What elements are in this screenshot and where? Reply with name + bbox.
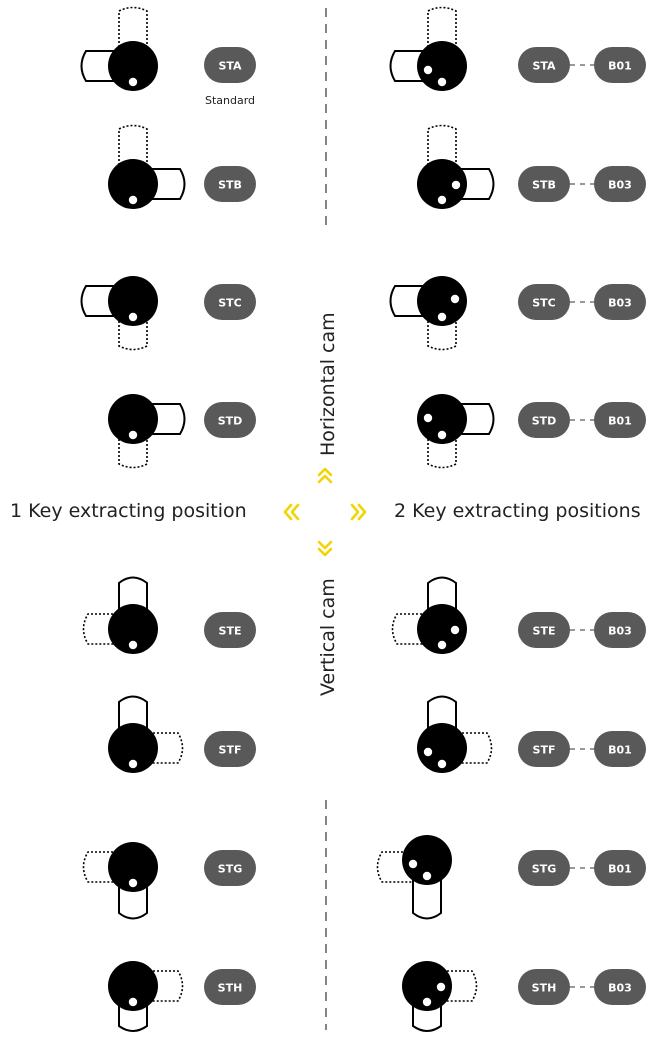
cam-lock-icon <box>417 394 495 469</box>
cam-lock-icon <box>391 576 467 654</box>
left-row-stg: STG <box>82 842 256 920</box>
key-badge <box>594 402 646 438</box>
code-badge-label: STB <box>218 179 242 192</box>
code-badge-label: STH <box>218 982 243 995</box>
double-chevron-up-icon <box>317 467 333 484</box>
key-badge-label: B03 <box>608 297 632 310</box>
cam-lock-icon <box>108 695 184 773</box>
key-badge <box>594 47 646 83</box>
right-row-std: STD B01 <box>417 394 646 469</box>
code-badge <box>204 284 256 320</box>
key-badge-label: B01 <box>608 60 632 73</box>
left-row-sta: STA <box>80 6 256 91</box>
code-badge-label: STE <box>219 625 242 638</box>
cam-lock-icon <box>80 276 158 351</box>
right-row-sta: STA B01 <box>389 6 646 91</box>
double-chevron-right-icon <box>350 503 367 521</box>
key-badge <box>594 850 646 886</box>
left-row-std: STD <box>108 394 256 469</box>
code-badge-label: STG <box>532 863 556 876</box>
key-badge-label: B03 <box>608 179 632 192</box>
cam-lock-icon <box>389 276 467 351</box>
code-badge <box>204 47 256 83</box>
cam-lock-icon <box>417 124 495 209</box>
cam-lock-icon <box>417 695 493 773</box>
code-badge <box>518 731 570 767</box>
code-badge-label: STC <box>218 297 242 310</box>
left-row-sth: STH <box>108 961 256 1032</box>
left-row-ste: STE <box>82 576 256 654</box>
code-badge <box>204 731 256 767</box>
code-badge-label: STH <box>532 982 557 995</box>
code-badge <box>204 612 256 648</box>
code-badge <box>204 402 256 438</box>
code-badge <box>518 284 570 320</box>
cam-lock-icon <box>108 124 186 209</box>
code-badge <box>204 969 256 1005</box>
cam-lock-icon <box>82 842 158 920</box>
code-badge-label: STD <box>532 415 557 428</box>
double-chevron-left-icon <box>283 503 300 521</box>
code-badge <box>518 402 570 438</box>
key-badge-label: B03 <box>608 982 632 995</box>
standard-note: Standard <box>205 94 255 107</box>
cam-lock-icon <box>82 576 158 654</box>
right-row-stc: STC B03 <box>389 276 646 351</box>
left-row-stc: STC <box>80 276 256 351</box>
vertical-cam-label: Vertical cam <box>317 578 339 696</box>
key-badge-label: B01 <box>608 415 632 428</box>
right-row-sth: STH B03 <box>402 961 646 1032</box>
key-badge <box>594 969 646 1005</box>
double-chevron-down-icon <box>317 540 333 557</box>
code-badge <box>518 166 570 202</box>
cam-lock-icon <box>376 835 452 920</box>
key-badge-label: B01 <box>608 863 632 876</box>
left-row-stb: STB <box>108 124 256 209</box>
code-badge <box>518 850 570 886</box>
code-badge-label: STF <box>219 744 242 757</box>
cam-lock-icon <box>108 961 184 1032</box>
key-badge <box>594 731 646 767</box>
code-badge <box>518 47 570 83</box>
horizontal-cam-label: Horizontal cam <box>317 312 339 456</box>
left-row-stf: STF <box>108 695 256 773</box>
cam-lock-icon <box>108 394 186 469</box>
key-badge-label: B01 <box>608 744 632 757</box>
code-badge <box>204 850 256 886</box>
code-badge <box>204 166 256 202</box>
key-badge <box>594 166 646 202</box>
code-badge <box>518 612 570 648</box>
right-row-stb: STB B03 <box>417 124 646 209</box>
code-badge <box>518 969 570 1005</box>
right-row-ste: STE B03 <box>391 576 646 654</box>
code-badge-label: STB <box>532 179 556 192</box>
code-badge-label: STF <box>533 744 556 757</box>
right-row-stg: STG B01 <box>376 835 646 920</box>
code-badge-label: STA <box>532 60 556 73</box>
left-heading: 1 Key extracting position <box>10 500 247 522</box>
cam-lock-icon <box>80 6 158 91</box>
key-badge <box>594 284 646 320</box>
key-badge <box>594 612 646 648</box>
code-badge-label: STD <box>218 415 243 428</box>
code-badge-label: STE <box>533 625 556 638</box>
code-badge-label: STG <box>218 863 242 876</box>
code-badge-label: STC <box>532 297 556 310</box>
cam-lock-icon <box>402 961 478 1032</box>
cam-lock-icon <box>389 6 467 91</box>
right-row-stf: STF B01 <box>417 695 646 773</box>
code-badge-label: STA <box>218 60 242 73</box>
key-badge-label: B03 <box>608 625 632 638</box>
right-heading: 2 Key extracting positions <box>394 500 641 522</box>
